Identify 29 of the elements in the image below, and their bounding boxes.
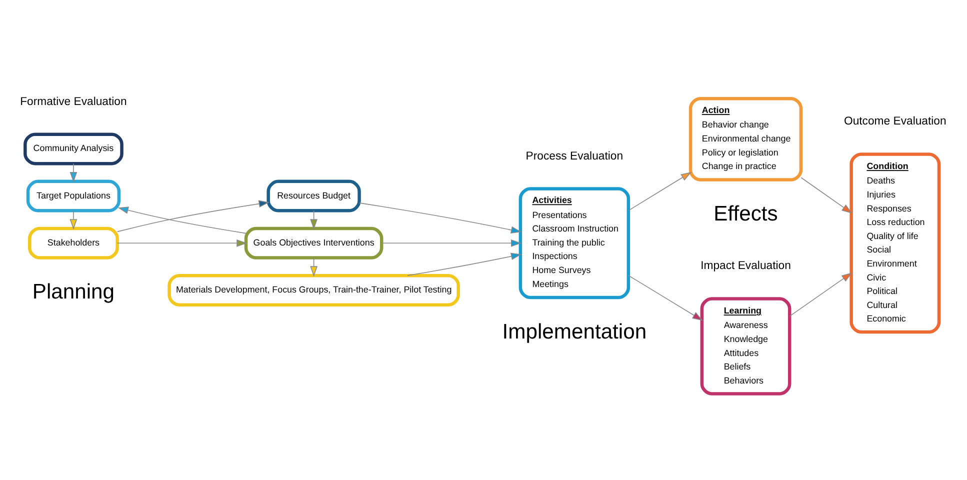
arrow bbox=[118, 206, 246, 234]
node-box: Activities Presentations Classroom Instruction Training the public Inspections Home Surveys Meetings bbox=[518, 186, 630, 299]
arrow bbox=[381, 238, 522, 246]
arrow bbox=[117, 238, 248, 246]
node-box: Stakeholders bbox=[28, 226, 119, 259]
arrow bbox=[628, 171, 692, 210]
node-box: Materials Development, Focus Groups, Train-the-Trainer, Pilot Testing bbox=[168, 274, 460, 306]
label: Impact Evaluation bbox=[700, 259, 791, 272]
label: Outcome Evaluation bbox=[844, 114, 946, 127]
node-box: Condition Deaths Injuries Responses Loss reduction Quality of life Social Environment Civic Political Cultural Economic bbox=[850, 152, 941, 334]
label: Planning bbox=[32, 280, 115, 304]
arrow bbox=[800, 176, 852, 214]
arrow bbox=[628, 274, 703, 320]
node-box: Community Analysis bbox=[24, 132, 124, 165]
arrow bbox=[407, 252, 522, 276]
arrow bbox=[70, 210, 78, 230]
arrow bbox=[358, 202, 522, 234]
node-box: Target Populations bbox=[26, 179, 121, 212]
label: Implementation bbox=[502, 320, 647, 343]
label: Formative Evaluation bbox=[20, 95, 127, 108]
label: Effects bbox=[714, 202, 778, 226]
node-box: Goals Objectives Interventions bbox=[244, 226, 384, 259]
node-box: Resources Budget bbox=[266, 179, 361, 212]
label: Process Evaluation bbox=[526, 150, 624, 162]
arrow bbox=[70, 162, 78, 182]
node-box: Learning Awareness Knowledge Attitudes Beliefs Behaviors bbox=[700, 296, 792, 395]
arrow bbox=[789, 272, 852, 316]
node-box: Action Behavior change Environmental change Policy or legislation Change in practice bbox=[688, 96, 803, 181]
arrow bbox=[116, 200, 270, 232]
